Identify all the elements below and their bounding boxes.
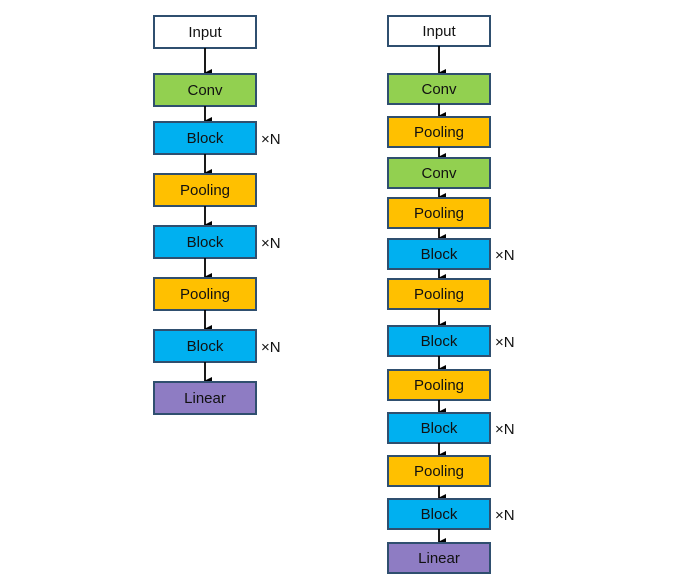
block-node: Block xyxy=(387,412,491,444)
block-node-box xyxy=(153,329,257,363)
block-node: Block xyxy=(153,121,257,155)
linear-node-box xyxy=(387,542,491,574)
block-node: Block xyxy=(387,498,491,530)
block-node-label: Block xyxy=(187,234,224,251)
conv-node-label: Conv xyxy=(421,81,457,98)
block-node: Block xyxy=(153,225,257,259)
pooling-node: Pooling xyxy=(387,278,491,310)
repeat-multiplier-label: ×N xyxy=(261,131,281,148)
block-node-label: Block xyxy=(187,130,224,147)
block-node-box xyxy=(153,225,257,259)
block-node-label: Block xyxy=(421,506,458,523)
repeat-multiplier-label: ×N xyxy=(495,334,515,351)
pooling-node: Pooling xyxy=(153,277,257,311)
block-node: Block xyxy=(387,325,491,357)
pooling-node: Pooling xyxy=(387,369,491,401)
repeat-multiplier-label: ×N xyxy=(495,507,515,524)
pooling-node-label: Pooling xyxy=(414,463,464,480)
pooling-node-box xyxy=(153,277,257,311)
pooling-node: Pooling xyxy=(387,197,491,229)
pooling-node-label: Pooling xyxy=(414,377,464,394)
linear-node-label: Linear xyxy=(418,550,460,567)
conv-node: Conv xyxy=(387,157,491,189)
block-node: Block xyxy=(153,329,257,363)
pooling-node: Pooling xyxy=(153,173,257,207)
conv-node-box xyxy=(387,73,491,105)
conv-node-label: Conv xyxy=(421,165,457,182)
repeat-multiplier-label: ×N xyxy=(495,421,515,438)
pooling-node: Pooling xyxy=(387,116,491,148)
pooling-node-label: Pooling xyxy=(414,205,464,222)
block-node-label: Block xyxy=(421,420,458,437)
pooling-node-box xyxy=(387,369,491,401)
input-node: Input xyxy=(387,15,491,47)
input-node: Input xyxy=(153,15,257,49)
block-node: Block xyxy=(387,238,491,270)
block-node-box xyxy=(387,412,491,444)
block-node-label: Block xyxy=(187,338,224,355)
block-node-label: Block xyxy=(421,246,458,263)
block-node-box xyxy=(153,121,257,155)
pooling-node-box xyxy=(387,197,491,229)
conv-node: Conv xyxy=(153,73,257,107)
pooling-node: Pooling xyxy=(387,455,491,487)
block-node-label: Block xyxy=(421,333,458,350)
input-node-label: Input xyxy=(188,24,222,41)
linear-node-box xyxy=(153,381,257,415)
pooling-node-label: Pooling xyxy=(414,286,464,303)
linear-node-label: Linear xyxy=(184,390,226,407)
linear-node: Linear xyxy=(387,542,491,574)
pooling-node-label: Pooling xyxy=(414,124,464,141)
repeat-multiplier-label: ×N xyxy=(261,235,281,252)
pooling-node-box xyxy=(387,455,491,487)
linear-node: Linear xyxy=(153,381,257,415)
pooling-node-label: Pooling xyxy=(180,182,230,199)
conv-node-box xyxy=(387,157,491,189)
pooling-node-label: Pooling xyxy=(180,286,230,303)
conv-node-label: Conv xyxy=(187,82,223,99)
conv-node-box xyxy=(153,73,257,107)
right-network-column: InputConvPoolingConvPoolingBlock×NPoolin… xyxy=(387,15,515,574)
conv-node: Conv xyxy=(387,73,491,105)
input-node-label: Input xyxy=(422,23,456,40)
repeat-multiplier-label: ×N xyxy=(495,247,515,264)
repeat-multiplier-label: ×N xyxy=(261,339,281,356)
left-network-column: InputConvBlock×NPoolingBlock×NPoolingBlo… xyxy=(153,15,281,415)
pooling-node-box xyxy=(387,116,491,148)
